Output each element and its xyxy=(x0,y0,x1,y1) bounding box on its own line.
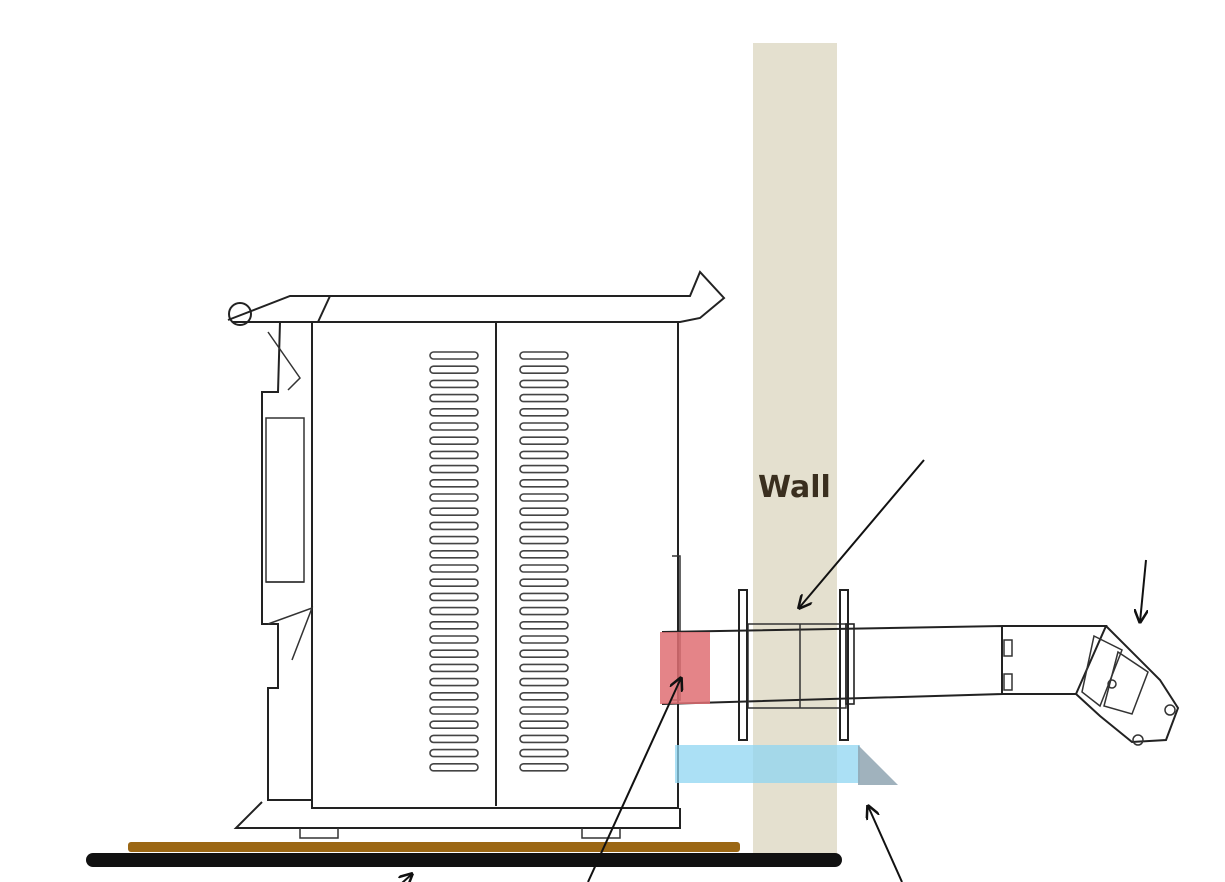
vent-slot xyxy=(429,663,479,673)
vent-slot xyxy=(429,620,479,630)
connector-highlight xyxy=(660,632,710,704)
vent-slot xyxy=(429,564,479,573)
vent-slot xyxy=(429,379,479,389)
vent-slot xyxy=(519,578,569,588)
vent-slot xyxy=(429,549,479,559)
vent-slot xyxy=(429,422,479,431)
vent-slot xyxy=(519,422,569,431)
vent-slot xyxy=(519,521,569,531)
floor-base xyxy=(86,853,842,867)
clearance-highlight xyxy=(675,745,860,783)
vent-slots-left xyxy=(429,351,479,772)
vent-slots-right xyxy=(519,351,569,772)
vent-slot xyxy=(429,762,479,772)
vent-slot xyxy=(519,748,569,758)
vent-slot xyxy=(429,393,479,403)
vent-slot xyxy=(519,606,569,616)
vent-slot xyxy=(519,365,569,375)
vent-slot xyxy=(519,450,569,460)
vent-slot xyxy=(429,407,479,417)
vent-slot xyxy=(429,578,479,588)
vent-slot xyxy=(429,478,479,488)
vent-slot xyxy=(519,493,569,502)
pellet-stove xyxy=(227,270,726,839)
vent-slot xyxy=(429,635,479,644)
hearth-floor-protection xyxy=(128,842,740,852)
vent-slot xyxy=(519,677,569,687)
vent-slot xyxy=(429,507,479,517)
vent-slot xyxy=(519,351,569,360)
vent-slot xyxy=(429,691,479,701)
arrow-icon xyxy=(799,459,925,608)
arrow-icon xyxy=(392,874,412,882)
vent-slot xyxy=(429,649,479,659)
vent-slot xyxy=(429,748,479,758)
vent-slot xyxy=(429,592,479,602)
arrow-icon xyxy=(868,806,903,882)
arrow-icon xyxy=(587,678,681,882)
vent-slot xyxy=(519,393,569,403)
vent-slot xyxy=(519,478,569,488)
vent-slot xyxy=(519,436,569,446)
wall-label: Wall xyxy=(758,470,831,505)
vent-slot xyxy=(429,493,479,502)
vent-slot xyxy=(519,564,569,573)
vent-slot xyxy=(429,436,479,446)
vent-slot xyxy=(429,464,479,474)
vent-slot xyxy=(519,762,569,772)
vent-slot xyxy=(429,706,479,715)
vent-slot xyxy=(519,620,569,630)
vent-slot xyxy=(519,649,569,659)
vent-slot xyxy=(519,720,569,730)
vent-slot xyxy=(429,351,479,360)
vent-slot xyxy=(429,521,479,531)
vent-slot xyxy=(519,507,569,517)
vent-slot xyxy=(429,734,479,744)
arrow-icon xyxy=(1140,559,1146,622)
vent-slot xyxy=(429,677,479,687)
stove-window xyxy=(265,417,305,583)
vent-slot xyxy=(519,535,569,545)
wall xyxy=(753,43,837,858)
vent-slot xyxy=(429,606,479,616)
vent-slot xyxy=(429,365,479,375)
vent-slot xyxy=(519,635,569,644)
lid-knob xyxy=(228,302,252,326)
vent-slot xyxy=(519,592,569,602)
thimble-flange-left xyxy=(738,589,748,741)
vent-slot xyxy=(519,379,569,389)
vent-slot xyxy=(519,691,569,701)
vent-slot xyxy=(519,407,569,417)
thimble-flange-right xyxy=(839,589,849,741)
vent-pipe xyxy=(661,589,1180,746)
vent-slot xyxy=(519,663,569,673)
vent-slot xyxy=(429,450,479,460)
clearance-wedge xyxy=(858,745,898,785)
vent-slot xyxy=(519,734,569,744)
vent-slot xyxy=(519,706,569,715)
vent-slot xyxy=(519,464,569,474)
vent-slot xyxy=(429,535,479,545)
vent-slot xyxy=(429,720,479,730)
vent-slot xyxy=(519,549,569,559)
